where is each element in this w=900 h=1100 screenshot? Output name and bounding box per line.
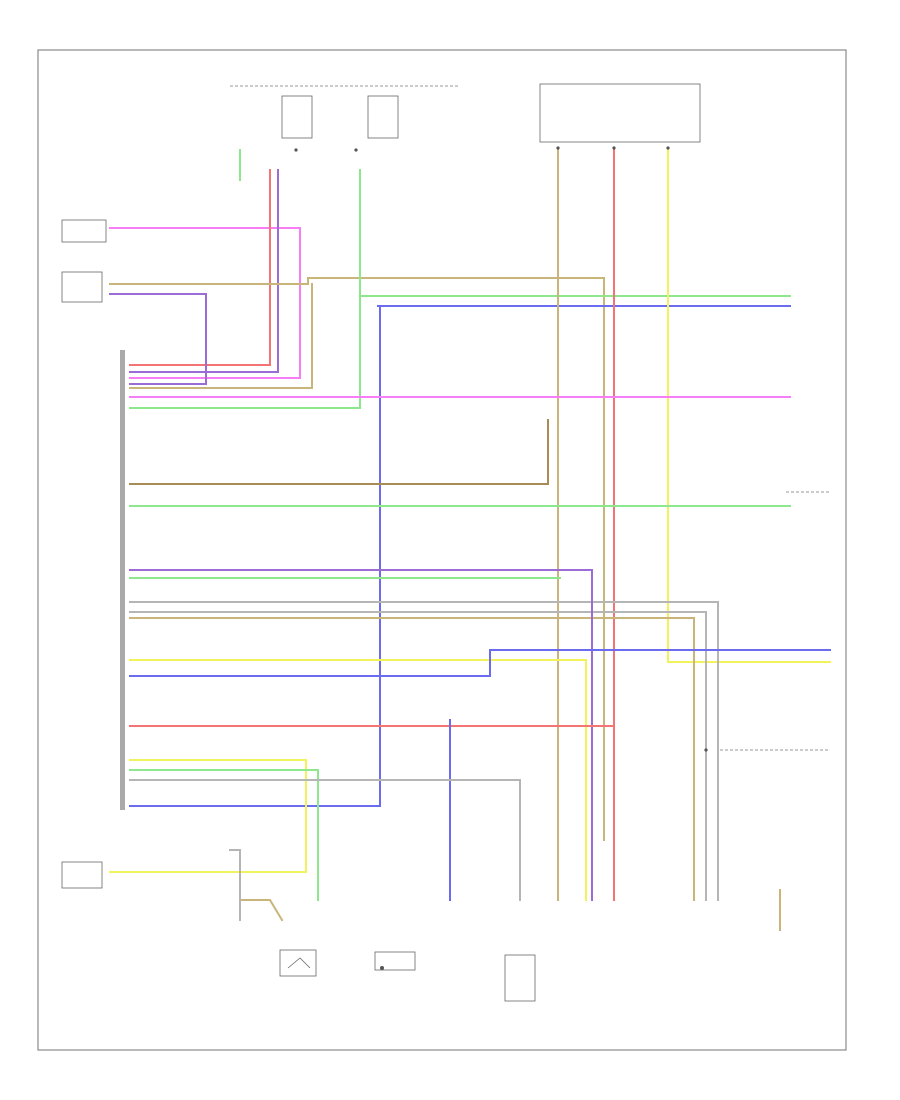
wire-purple-sensor xyxy=(129,169,279,373)
wire-purple-1 xyxy=(109,293,207,385)
fuse-block-splice-2 xyxy=(612,146,616,150)
bottom-left-sensor xyxy=(61,861,103,889)
wire-gray-1 xyxy=(129,601,719,901)
component-layer xyxy=(61,83,830,1002)
wire-layer xyxy=(109,149,831,931)
wire-tan-3 xyxy=(129,617,695,901)
wire-yellow-long xyxy=(667,149,831,663)
wire-gray-2 xyxy=(129,611,707,901)
wire-tan-2 xyxy=(129,283,313,389)
bottom-ground-symbol xyxy=(374,951,416,971)
left-sensor-top xyxy=(61,219,107,243)
wire-red-sensor xyxy=(129,169,271,366)
top-relay-1 xyxy=(281,95,313,139)
top-splice-1 xyxy=(294,148,298,152)
wire-tan-1 xyxy=(109,277,605,841)
right-splice xyxy=(704,748,708,752)
wire-yellow-3 xyxy=(109,759,307,873)
wire-pink-top xyxy=(109,227,301,379)
fuse-block-splice-1 xyxy=(556,146,560,150)
fuse-block-splice-3 xyxy=(666,146,670,150)
bottom-ground-dot xyxy=(380,966,384,970)
wire-blue-2 xyxy=(129,649,831,677)
diagram-frame xyxy=(37,49,847,1051)
bottom-center-module xyxy=(504,954,536,1002)
wire-blue-down xyxy=(129,305,381,807)
left-pin-column xyxy=(120,350,125,810)
wire-gray-4 xyxy=(229,849,241,921)
top-relay-2 xyxy=(367,95,399,139)
wire-green-mid xyxy=(129,295,361,409)
wire-purple-2 xyxy=(129,569,593,901)
fuse-block-top-right xyxy=(539,83,701,143)
left-connector-top xyxy=(61,271,103,303)
bottom-switch-symbol xyxy=(287,957,311,969)
wire-tan-5 xyxy=(239,899,284,922)
wire-green-3 xyxy=(129,769,319,901)
top-splice-2 xyxy=(354,148,358,152)
wire-brown-1 xyxy=(129,419,549,485)
bottom-switch-component xyxy=(279,949,317,977)
wire-yellow-2 xyxy=(129,659,587,901)
wire-gray-3 xyxy=(129,779,521,901)
